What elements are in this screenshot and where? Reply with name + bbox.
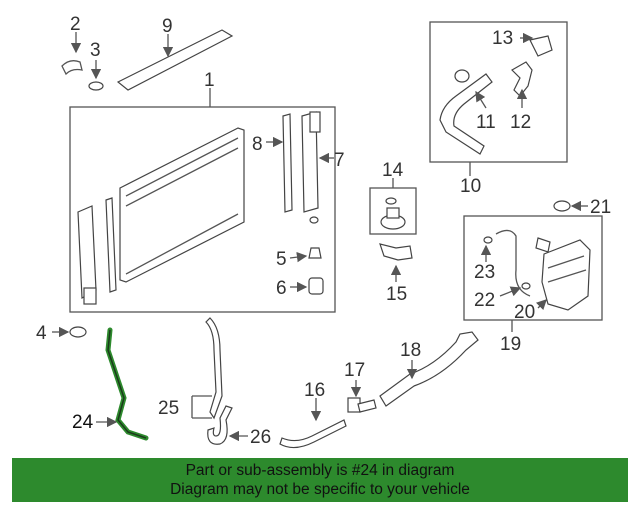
label-3: 3 bbox=[90, 40, 101, 61]
part-16-hose[interactable] bbox=[279, 398, 347, 449]
part-25-hose[interactable] bbox=[191, 317, 223, 420]
part-2-clip[interactable] bbox=[61, 32, 83, 76]
label-12: 12 bbox=[510, 112, 531, 133]
label-24: 24 bbox=[72, 412, 94, 433]
label-5: 5 bbox=[276, 249, 287, 270]
radiator-assembly[interactable] bbox=[69, 88, 336, 313]
part-9-seal-strip[interactable] bbox=[116, 29, 234, 91]
label-23: 23 bbox=[474, 262, 495, 283]
part-10-hose-assembly[interactable] bbox=[429, 21, 568, 176]
label-22: 22 bbox=[474, 290, 495, 311]
label-20: 20 bbox=[514, 302, 535, 323]
part-18-hose[interactable] bbox=[379, 331, 479, 407]
label-4: 4 bbox=[36, 323, 47, 344]
label-11: 11 bbox=[476, 112, 496, 133]
part-19-reservoir-assembly[interactable] bbox=[463, 215, 603, 332]
label-18: 18 bbox=[400, 340, 421, 361]
part-24-hose[interactable] bbox=[96, 327, 149, 441]
part-21-cap[interactable] bbox=[553, 200, 588, 212]
label-6: 6 bbox=[276, 278, 287, 299]
label-14: 14 bbox=[382, 160, 404, 181]
part-3-cap[interactable] bbox=[88, 60, 104, 91]
label-16: 16 bbox=[304, 380, 325, 401]
label-9: 9 bbox=[162, 16, 173, 37]
banner-line-2: Diagram may not be specific to your vehi… bbox=[170, 481, 470, 498]
label-7: 7 bbox=[334, 150, 345, 171]
part-15-clip[interactable] bbox=[379, 243, 413, 282]
label-21: 21 bbox=[590, 197, 611, 218]
banner-line-1: Part or sub-assembly is #24 in diagram bbox=[185, 462, 455, 479]
label-8: 8 bbox=[252, 134, 263, 155]
info-banner: Part or sub-assembly is #24 in diagram D… bbox=[12, 458, 628, 502]
label-26: 26 bbox=[250, 427, 271, 448]
label-2: 2 bbox=[70, 14, 81, 35]
part-17-connector[interactable] bbox=[347, 380, 377, 413]
part-4-cap[interactable] bbox=[52, 326, 87, 338]
part-14-cap[interactable] bbox=[369, 178, 417, 235]
label-15: 15 bbox=[386, 284, 407, 305]
label-13: 13 bbox=[492, 28, 513, 49]
part-26-hose[interactable] bbox=[207, 405, 248, 445]
label-1: 1 bbox=[204, 70, 215, 91]
label-10: 10 bbox=[460, 176, 481, 197]
label-25: 25 bbox=[158, 398, 179, 419]
label-19: 19 bbox=[500, 334, 521, 355]
label-17: 17 bbox=[344, 360, 365, 381]
